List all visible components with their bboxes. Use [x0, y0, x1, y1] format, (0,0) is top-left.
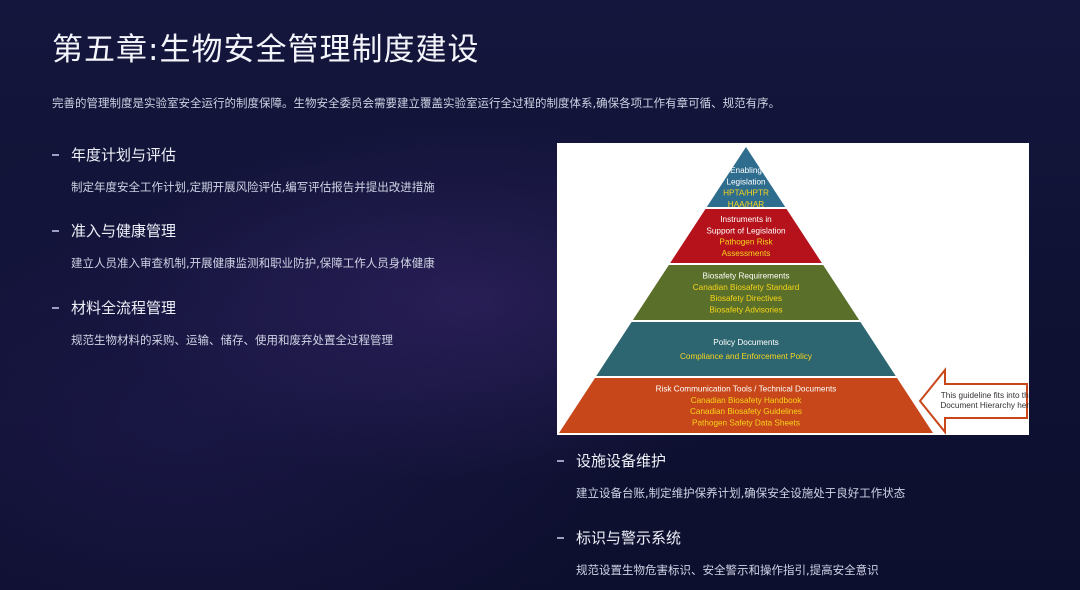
- bullet-dash-icon: [52, 306, 59, 309]
- tier-label: Risk Communication Tools / Technical Doc…: [656, 385, 837, 394]
- list-item-facility-maintenance: 设施设备维护 建立设备台账,制定维护保养计划,确保安全设施处于良好工作状态: [557, 450, 905, 501]
- item-heading: 年度计划与评估: [71, 146, 177, 164]
- list-item-annual-plan: 年度计划与评估 制定年度安全工作计划,定期开展风险评估,编写评估报告并提出改进措…: [52, 144, 435, 195]
- tier-label: Policy Documents: [713, 338, 779, 347]
- item-heading: 设施设备维护: [576, 452, 667, 470]
- tier-label: Support of Legislation: [706, 226, 786, 235]
- tier-label: Biosafety Requirements: [703, 272, 790, 281]
- tier-label: Assessments: [722, 249, 771, 258]
- list-item-signage-warning: 标识与警示系统 规范设置生物危害标识、安全警示和操作指引,提高安全意识: [557, 527, 879, 578]
- bullet-dash-icon: [52, 229, 59, 232]
- tier-label: Pathogen Safety Data Sheets: [692, 418, 800, 427]
- item-heading: 材料全流程管理: [71, 299, 177, 317]
- tier-label: Canadian Biosafety Handbook: [691, 396, 803, 405]
- tier-label: Canadian Biosafety Guidelines: [690, 407, 802, 416]
- list-item-access-health: 准入与健康管理 建立人员准入审查机制,开展健康监测和职业防护,保障工作人员身体健…: [52, 220, 435, 271]
- bullet-dash-icon: [52, 153, 59, 156]
- tier-policy: [596, 322, 896, 376]
- item-body: 建立人员准入审查机制,开展健康监测和职业防护,保障工作人员身体健康: [71, 256, 435, 270]
- tier-label: Biosafety Advisories: [709, 305, 782, 314]
- tier-label: Pathogen Risk: [719, 238, 773, 247]
- item-body: 规范设置生物危害标识、安全警示和操作指引,提高安全意识: [576, 563, 879, 577]
- tier-label: HPTA/HPTR: [723, 189, 769, 198]
- item-body: 制定年度安全工作计划,定期开展风险评估,编写评估报告并提出改进措施: [71, 180, 435, 194]
- bullet-dash-icon: [557, 459, 564, 462]
- bullet-dash-icon: [557, 536, 564, 539]
- tier-technical-docs: [559, 378, 933, 433]
- tier-instruments: [670, 209, 822, 263]
- tier-legislation: [706, 147, 786, 207]
- tier-label: Canadian Biosafety Standard: [693, 283, 800, 292]
- item-heading: 标识与警示系统: [576, 529, 682, 547]
- tier-label: Enabling: [730, 166, 762, 175]
- callout-label: This guideline fits into the: [941, 391, 1029, 400]
- tier-label: HAA/HAR: [728, 200, 764, 209]
- slide-title: 第五章:生物安全管理制度建设: [52, 32, 480, 68]
- tier-label: Biosafety Directives: [710, 294, 782, 303]
- callout-arrow-icon: [918, 367, 1028, 435]
- list-item-material-process: 材料全流程管理 规范生物材料的采购、运输、储存、使用和废弃处置全过程管理: [52, 297, 393, 348]
- item-body: 规范生物材料的采购、运输、储存、使用和废弃处置全过程管理: [71, 333, 393, 347]
- tier-label: Instruments in: [720, 215, 772, 224]
- tier-label: Legislation: [726, 177, 766, 186]
- intro-paragraph: 完善的管理制度是实验室安全运行的制度保障。生物安全委员会需要建立覆盖实验室运行全…: [52, 96, 781, 110]
- tier-label: Compliance and Enforcement Policy: [680, 352, 813, 361]
- item-heading: 准入与健康管理: [71, 222, 177, 240]
- tier-requirements: [632, 265, 860, 320]
- item-body: 建立设备台账,制定维护保养计划,确保安全设施处于良好工作状态: [576, 486, 906, 500]
- callout-label: Document Hierarchy here: [940, 401, 1029, 410]
